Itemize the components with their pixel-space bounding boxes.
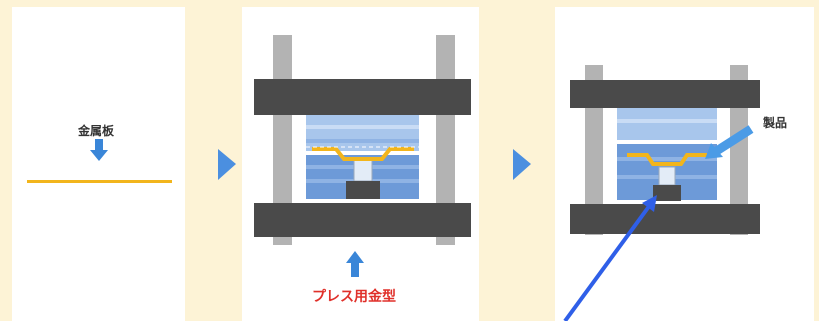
down-arrow-icon <box>90 139 108 161</box>
upper-die <box>617 108 717 140</box>
metal-sheet-illustration <box>27 139 172 183</box>
press-top-beam <box>570 80 760 108</box>
upper-die <box>306 115 419 151</box>
press-bottom-beam <box>254 203 471 237</box>
step-chevron-icon <box>513 149 531 180</box>
product-part <box>627 153 707 166</box>
product-label: 製品 <box>763 116 788 130</box>
press-mold-label: プレス用金型 <box>312 289 396 305</box>
metal-sheet <box>27 180 172 183</box>
callout-arrow-icon <box>705 125 754 159</box>
metal-sheet-in-mold <box>312 147 414 161</box>
step-panel-product: 製品 <box>555 7 814 321</box>
press-mold-illustration <box>254 35 471 277</box>
up-arrow-icon <box>346 251 364 277</box>
press-top-beam <box>254 79 471 115</box>
pointer-arrow-icon <box>563 195 657 321</box>
metal-sheet-label: 金属板 <box>78 124 115 138</box>
step-chevron-icon <box>218 149 236 180</box>
product-illustration <box>570 65 760 235</box>
press-bottom-beam <box>570 204 760 234</box>
step-panel-press-mold: プレス用金型 <box>242 7 479 321</box>
step-panel-metal-sheet: 金属板 <box>12 7 185 321</box>
